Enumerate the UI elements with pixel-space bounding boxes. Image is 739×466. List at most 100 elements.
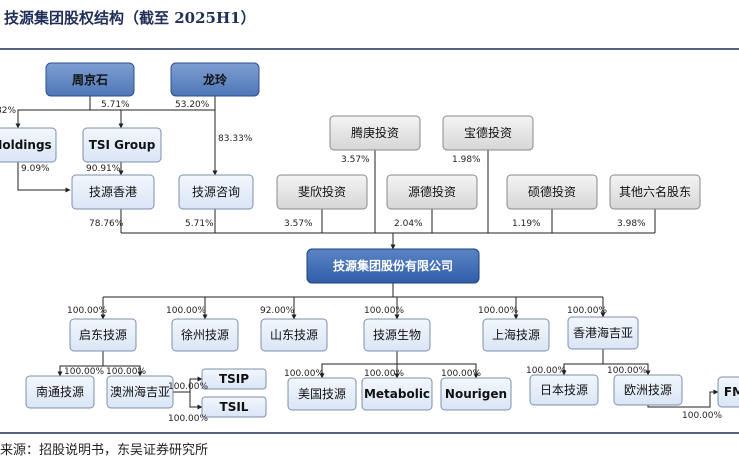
- node-holdings[interactable]: Holdings: [0, 127, 57, 163]
- pct-357a: 3.57%: [341, 155, 370, 165]
- node-tsip[interactable]: TSIP: [201, 368, 267, 390]
- node-aozhou-label: 澳洲海吉亚: [110, 384, 170, 399]
- pct-nantong: 100.00%: [64, 367, 104, 377]
- pct-shandong: 92.00%: [260, 306, 295, 316]
- pct-hkhaijiya: 100.00%: [567, 306, 607, 316]
- node-shuode-label: 硕德投资: [528, 184, 576, 199]
- edge-hkhaijiya-split: [561, 349, 604, 376]
- node-long-label: 龙玲: [203, 72, 228, 87]
- pct-bio: 100.00%: [364, 306, 404, 316]
- node-long[interactable]: 龙玲: [170, 62, 260, 97]
- edge-hkhaijiya-ouzhou: [603, 363, 651, 376]
- pct-ouzhou: 100.00%: [607, 366, 647, 376]
- pct-nourigen: 100.00%: [441, 369, 481, 379]
- node-hkhaijiya-label: 香港海吉亚: [573, 325, 633, 340]
- node-yuande-label: 源德投资: [408, 184, 456, 199]
- source-note: 来源：招股说明书，东吴证券研究所: [0, 443, 209, 458]
- node-zixun-label: 技源咨询: [192, 184, 240, 199]
- node-zixun[interactable]: 技源咨询: [178, 174, 254, 210]
- node-meiguo[interactable]: 美国技源: [287, 377, 357, 411]
- nodes: 周京石 龙玲 Holdings TSI Group 技源香港 技源咨询 腾庚投资: [0, 62, 739, 418]
- pct-204: 2.04%: [394, 219, 423, 229]
- node-bio-label: 技源生物: [373, 328, 421, 342]
- node-xuzhou-label: 徐州技源: [181, 327, 229, 342]
- node-shanghai-label: 上海技源: [492, 327, 540, 342]
- edge-aozhou-tsip: [173, 376, 203, 393]
- node-holdings-label: Holdings: [0, 138, 52, 152]
- node-tsigroup-label: TSI Group: [89, 138, 156, 152]
- pct-9091: 90.91%: [86, 164, 121, 174]
- node-shandong-label: 山东技源: [270, 328, 318, 342]
- pct-shanghai: 100.00%: [478, 306, 518, 316]
- node-shandong[interactable]: 山东技源: [260, 318, 328, 352]
- node-shanghai[interactable]: 上海技源: [482, 318, 550, 352]
- node-aozhou[interactable]: 澳洲海吉亚: [106, 375, 174, 409]
- node-xuzhou[interactable]: 徐州技源: [171, 318, 239, 352]
- node-tsil[interactable]: TSIL: [201, 396, 267, 418]
- edge-ouzhou-fm: [647, 389, 719, 408]
- node-riben[interactable]: 日本技源: [529, 374, 599, 406]
- node-fm-label: FM: [724, 385, 739, 399]
- edge-bio-nourigen: [397, 363, 479, 379]
- pct-riben: 100.00%: [526, 366, 566, 376]
- percent-labels: 82% 5.71% 53.20% 83.33% 9.09% 90.91% 3.5…: [0, 100, 722, 424]
- pct-8333: 83.33%: [218, 134, 253, 144]
- node-metabolic-label: Metabolic: [364, 387, 430, 401]
- node-others[interactable]: 其他六名股东: [609, 174, 701, 210]
- node-tenggeng-label: 腾庚投资: [351, 125, 399, 140]
- node-bio[interactable]: 技源生物: [363, 318, 431, 352]
- pct-119: 1.19%: [512, 219, 541, 229]
- node-hk[interactable]: 技源香港: [71, 174, 155, 210]
- pct-xuzhou: 100.00%: [166, 306, 206, 316]
- pct-metabolic: 100.00%: [364, 369, 404, 379]
- node-qidong[interactable]: 启东技源: [69, 318, 137, 352]
- edge-qidong-split: [57, 351, 104, 377]
- node-baode[interactable]: 宝德投资: [442, 115, 534, 151]
- pct-qidong: 100.00%: [67, 306, 107, 316]
- node-metabolic[interactable]: Metabolic: [361, 377, 433, 411]
- node-fenxin[interactable]: 斐欣投资: [276, 174, 368, 210]
- pct-7876: 78.76%: [89, 219, 124, 229]
- node-tenggeng[interactable]: 腾庚投资: [329, 115, 421, 151]
- node-yuande[interactable]: 源德投资: [386, 174, 478, 210]
- node-tsigroup[interactable]: TSI Group: [82, 127, 162, 163]
- node-shuode[interactable]: 硕德投资: [506, 174, 598, 210]
- edge-qidong-aozhou: [103, 365, 143, 377]
- pct-198: 1.98%: [452, 155, 481, 165]
- diagram-title: 技源集团股权结构（截至 2025H1）: [4, 9, 256, 27]
- node-ouzhou-label: 欧洲技源: [624, 383, 672, 397]
- pct-398: 3.98%: [617, 219, 646, 229]
- node-zhou[interactable]: 周京石: [45, 62, 135, 97]
- node-others-label: 其他六名股东: [619, 184, 691, 199]
- node-company[interactable]: 技源集团股份有限公司: [306, 248, 480, 284]
- node-hkhaijiya[interactable]: 香港海吉亚: [567, 316, 639, 350]
- node-fm[interactable]: FM: [717, 376, 739, 408]
- pct-571a: 5.71%: [101, 100, 130, 110]
- node-nantong[interactable]: 南通技源: [25, 375, 95, 409]
- node-qidong-label: 启东技源: [79, 328, 127, 342]
- node-zhou-label: 周京石: [72, 72, 108, 87]
- node-tsil-label: TSIL: [220, 400, 249, 414]
- edge-zhou-tsigroup: [90, 109, 124, 129]
- pct-571b: 5.71%: [185, 219, 214, 229]
- node-riben-label: 日本技源: [540, 383, 588, 397]
- node-fenxin-label: 斐欣投资: [298, 184, 346, 199]
- pct-tsil: 100.00%: [168, 414, 208, 424]
- pct-5320: 53.20%: [175, 100, 210, 110]
- pct-aozhou: 100.00%: [106, 367, 146, 377]
- pct-meiguo: 100.00%: [284, 369, 324, 379]
- edge-aozhou-tsil: [189, 392, 203, 410]
- pct-909: 9.09%: [21, 164, 50, 174]
- pct-tsip: 100.00%: [168, 382, 208, 392]
- pct-357b: 3.57%: [284, 219, 313, 229]
- node-nourigen[interactable]: Nourigen: [440, 377, 512, 411]
- node-baode-label: 宝德投资: [464, 125, 512, 140]
- node-tsip-label: TSIP: [219, 372, 249, 386]
- node-nantong-label: 南通技源: [36, 384, 84, 399]
- edge-holdings-hk: [17, 162, 71, 193]
- node-company-label: 技源集团股份有限公司: [333, 258, 453, 273]
- node-ouzhou[interactable]: 欧洲技源: [613, 374, 683, 406]
- pct-82: 82%: [0, 106, 16, 116]
- edge-bio-split: [319, 351, 398, 379]
